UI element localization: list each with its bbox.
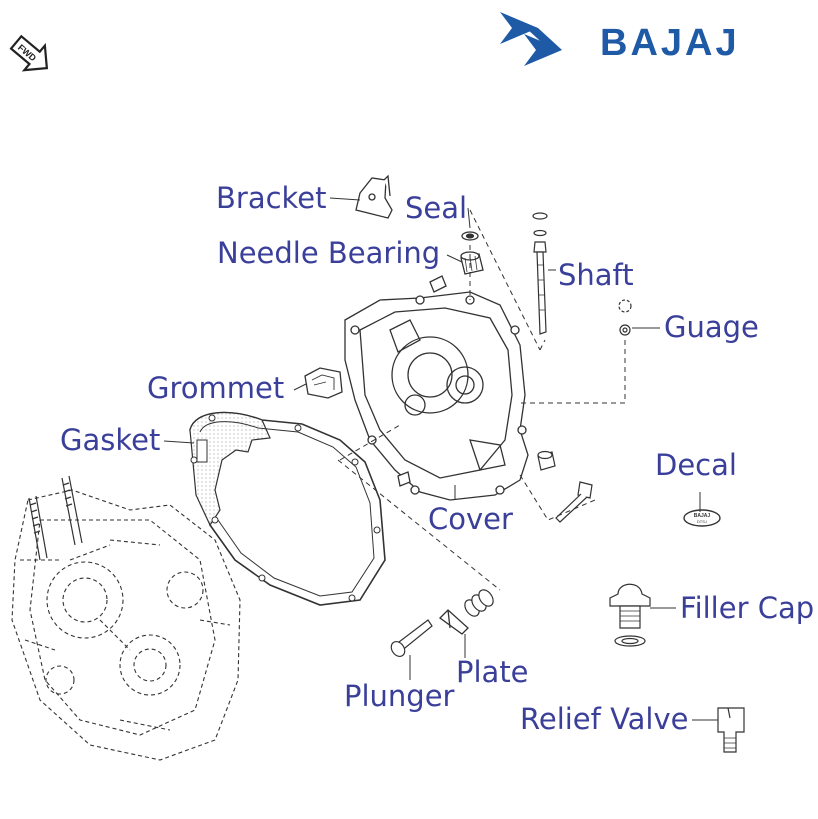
- label-plunger: Plunger: [344, 679, 455, 713]
- plate-shape: [439, 609, 469, 635]
- forward-arrow-icon: FWD: [9, 34, 49, 72]
- guage-shape: [618, 299, 632, 336]
- label-cover: Cover: [428, 502, 513, 536]
- bajaj-logo-icon: [500, 12, 562, 66]
- decal-shape: BAJAJ DTS-i: [683, 509, 721, 527]
- label-guage: Guage: [664, 310, 759, 344]
- cover-shape: [344, 291, 529, 501]
- seal-shape: [461, 231, 479, 241]
- label-seal: Seal: [405, 191, 468, 225]
- gasket-shape: [189, 411, 386, 606]
- label-gasket: Gasket: [60, 423, 161, 457]
- label-bracket: Bracket: [216, 181, 327, 215]
- svg-text:BAJAJ: BAJAJ: [694, 513, 711, 519]
- bracket-shape: [355, 174, 393, 219]
- assembly-lines: [337, 209, 626, 591]
- label-shaft: Shaft: [558, 258, 634, 292]
- label-needle-bearing: Needle Bearing: [217, 236, 441, 270]
- label-filler-cap: Filler Cap: [680, 591, 815, 625]
- label-grommet: Grommet: [147, 371, 285, 405]
- filler-cap-shape: [609, 583, 651, 647]
- svg-text:DTS-i: DTS-i: [697, 519, 707, 524]
- spring-shape: [464, 589, 494, 617]
- grommet-shape: [304, 367, 343, 399]
- brand-wordmark: BAJAJ: [600, 22, 740, 64]
- crankcase-studs: [28, 475, 83, 561]
- label-decal: Decal: [655, 448, 737, 482]
- bolt-shape: [537, 450, 593, 523]
- plunger-shape: [390, 619, 433, 658]
- label-relief-valve: Relief Valve: [520, 702, 689, 736]
- relief-valve-shape: [717, 707, 745, 753]
- label-plate: Plate: [456, 655, 529, 689]
- shaft-shape: [532, 212, 548, 335]
- crankcase-outline: [11, 489, 241, 761]
- leader-lines: [163, 197, 718, 721]
